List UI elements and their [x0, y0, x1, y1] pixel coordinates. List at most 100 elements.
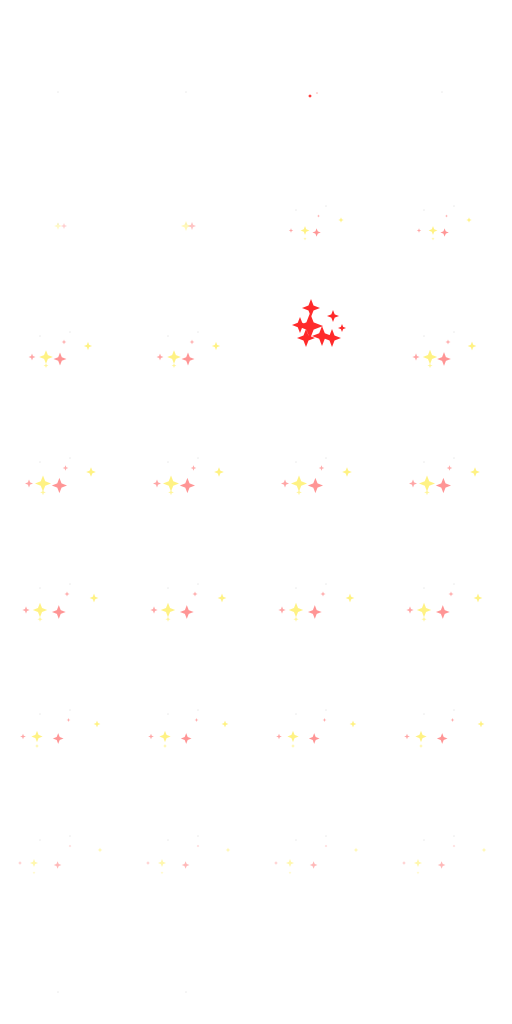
yellow-sparkle-icon [481, 847, 487, 853]
yellow-sparkle-icon [83, 341, 93, 351]
faint-dot-icon [441, 91, 443, 93]
faint-dot-icon [453, 205, 455, 207]
sparkle-frame-12 [384, 256, 512, 384]
sparkle-frame-27-art [274, 835, 359, 875]
yellow-sparkle-icon [43, 363, 49, 368]
yellow-sparkle-icon [419, 744, 423, 748]
sparkle-frame-1-art [57, 91, 59, 93]
sparkle-frame-24-art [404, 709, 485, 748]
sparkle-frame-30 [128, 896, 256, 1024]
yellow-sparkle-icon [414, 859, 422, 867]
yellow-sparkle-icon [288, 602, 304, 618]
pink-sparkle-icon [153, 479, 161, 488]
pink-sparkle-icon [312, 228, 321, 237]
sparkle-frame-1 [0, 0, 128, 128]
sparkle-frame-25-art [18, 835, 103, 875]
pink-sparkle-icon [448, 591, 454, 597]
sparkle-frame-20-art [406, 583, 483, 622]
pink-sparkle-icon [318, 465, 325, 471]
sparkle-frame-4-art [441, 91, 443, 93]
sparkle-frame-26-art [146, 835, 231, 875]
pink-sparkle-icon [196, 844, 200, 848]
sparkle-frame-20 [384, 512, 512, 640]
yellow-sparkle-icon [160, 871, 164, 875]
yellow-sparkle-icon [419, 475, 435, 492]
pink-sparkle-icon [51, 605, 66, 619]
yellow-sparkle-icon [427, 363, 433, 369]
faint-dot-icon [197, 709, 199, 711]
sparkle-frame-23 [256, 640, 384, 768]
pink-sparkle-icon [179, 477, 195, 494]
sparkle-frame-24 [384, 640, 512, 768]
spark-dot-icon [316, 92, 318, 94]
yellow-sparkle-icon [466, 217, 472, 223]
red-sparkle-icon [297, 313, 323, 339]
faint-dot-icon [295, 713, 297, 715]
faint-dot-icon [39, 461, 41, 463]
yellow-sparkle-icon [93, 720, 101, 728]
pink-sparkle-icon [51, 477, 67, 494]
faint-dot-icon [39, 335, 41, 337]
yellow-sparkle-icon [421, 616, 427, 622]
faint-dot-icon [69, 331, 71, 333]
yellow-sparkle-icon [286, 859, 294, 867]
pink-sparkle-icon [189, 339, 195, 345]
pink-sparkle-icon [25, 479, 33, 488]
yellow-sparkle-icon [221, 720, 229, 728]
faint-dot-icon [325, 583, 327, 585]
pink-sparkle-icon [406, 606, 414, 614]
sparkle-frame-22-art [148, 709, 229, 748]
red-sparkle-icon [338, 324, 346, 332]
pink-sparkle-icon [181, 352, 195, 366]
red-sparkle-icon [327, 310, 339, 322]
sparkle-frame-3 [256, 0, 384, 128]
faint-dot-icon [295, 209, 297, 211]
yellow-sparkle-icon [35, 744, 39, 748]
pink-sparkle-icon [444, 214, 449, 218]
yellow-sparkle-icon [168, 489, 174, 496]
yellow-sparkle-icon [338, 217, 344, 223]
sparkle-frame-10-art [156, 331, 221, 368]
pink-sparkle-icon [320, 591, 326, 597]
sparkle-frame-2 [128, 0, 256, 128]
pink-sparkle-icon [445, 339, 451, 345]
pink-sparkle-icon [435, 477, 451, 494]
faint-dot-icon [57, 223, 59, 225]
pink-sparkle-icon [22, 606, 30, 614]
faint-dot-icon [185, 991, 187, 993]
sparkle-frame-8 [384, 128, 512, 256]
yellow-sparkle-icon [303, 237, 307, 241]
yellow-sparkle-icon [97, 847, 103, 853]
yellow-sparkle-icon [165, 616, 171, 622]
faint-dot-icon [295, 587, 297, 589]
yellow-sparkle-icon [353, 847, 359, 853]
sparkle-frame-22 [128, 640, 256, 768]
faint-dot-icon [167, 461, 169, 463]
pink-sparkle-icon [179, 605, 194, 619]
pink-sparkle-icon [309, 861, 318, 869]
sparkle-frame-15 [256, 384, 384, 512]
sparkle-frame-5 [0, 128, 128, 256]
faint-dot-icon [423, 713, 425, 715]
pink-sparkle-icon [412, 353, 420, 361]
pink-sparkle-icon [194, 718, 199, 722]
pink-sparkle-icon [52, 733, 64, 744]
sparkle-frame-10 [128, 256, 256, 384]
sparkle-frame-7 [256, 128, 384, 256]
yellow-sparkle-icon [296, 489, 302, 496]
yellow-sparkle-icon [422, 349, 438, 365]
yellow-sparkle-icon [214, 467, 224, 477]
pink-sparkle-icon [281, 479, 289, 488]
sparkle-frame-13 [0, 384, 128, 512]
faint-dot-icon [57, 91, 59, 93]
yellow-sparkle-icon [288, 871, 292, 875]
pink-sparkle-icon [307, 605, 322, 619]
faint-dot-icon [69, 709, 71, 711]
sparkle-frame-18 [128, 512, 256, 640]
sparkle-frame-6 [128, 128, 256, 256]
faint-dot-icon [295, 461, 297, 463]
pink-sparkle-icon [62, 465, 69, 471]
faint-dot-icon [325, 457, 327, 459]
pink-sparkle-icon [148, 733, 154, 740]
yellow-sparkle-icon [86, 467, 96, 477]
